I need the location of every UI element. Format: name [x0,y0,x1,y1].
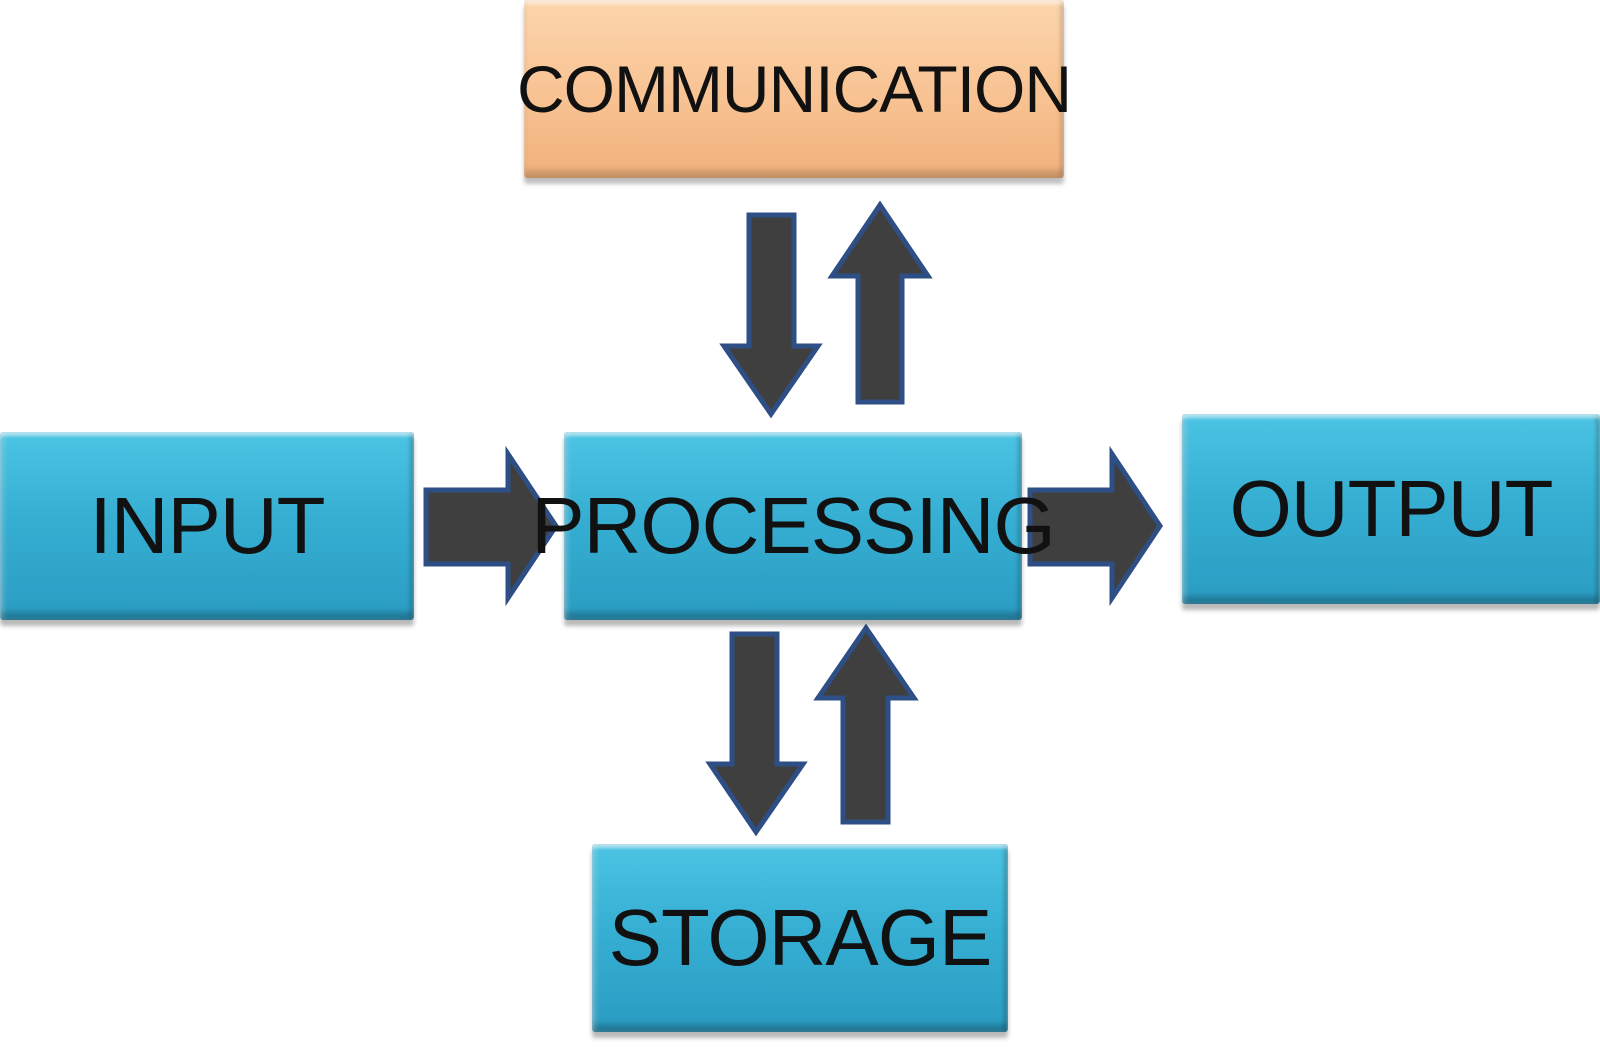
processing-box: PROCESSING [531,432,1056,620]
communication-label: COMMUNICATION [516,52,1072,126]
arrow-processing-to-storage [705,631,808,837]
output-box: OUTPUT [1182,414,1600,604]
arrow-storage-to-processing [813,623,919,825]
arrow-communication-to-processing [719,212,823,419]
arrow-processing-to-communication [827,200,933,405]
storage-label: STORAGE [608,893,993,982]
input-box: INPUT [0,432,414,620]
output-label: OUTPUT [1229,464,1554,553]
processing-label: PROCESSING [531,481,1055,570]
communication-box: COMMUNICATION [517,0,1072,178]
storage-box: STORAGE [592,844,1008,1032]
input-label: INPUT [89,481,326,570]
